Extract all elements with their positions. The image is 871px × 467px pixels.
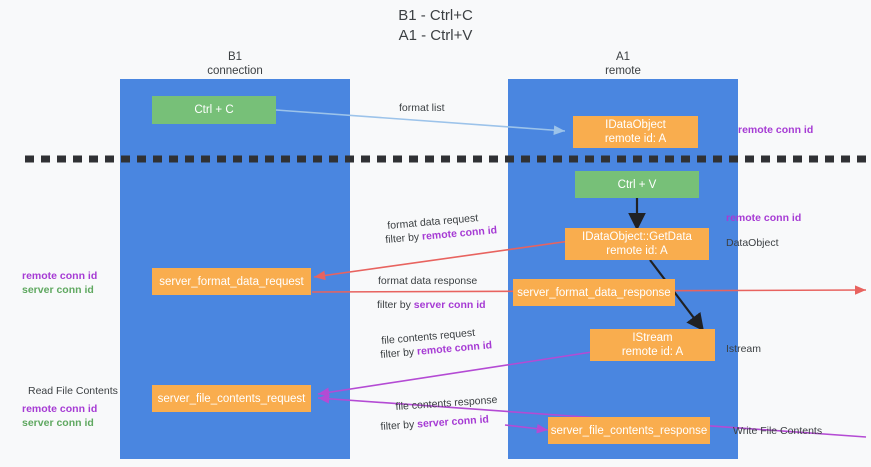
node-server-file-contents-response[interactable]: server_file_contents_response: [548, 417, 710, 444]
edge-label-format-list: format list: [399, 102, 445, 114]
edge-label-format-data-response-filter: filter by server conn id: [377, 298, 486, 312]
node-server-format-data-request[interactable]: server_format_data_request: [152, 268, 311, 295]
annotation-right-remote-conn-id-top: remote conn id: [738, 124, 814, 136]
filter-prefix: filter by: [379, 345, 418, 362]
filter-key-server-conn-id: server conn id: [416, 413, 490, 431]
filter-prefix: filter by: [377, 299, 414, 311]
node-idataobject[interactable]: IDataObject remote id: A: [573, 116, 698, 148]
edge-label-file-contents-response: file contents response: [395, 393, 498, 414]
node-server-format-data-response[interactable]: server_format_data_response: [513, 279, 675, 306]
column-header-b1: B1 connection: [207, 51, 263, 77]
node-istream[interactable]: IStream remote id: A: [590, 329, 715, 361]
annotation-left-remote-conn-id-bottom: remote conn id: [22, 403, 98, 415]
annotation-left-remote-conn-id-mid: remote conn id: [22, 270, 98, 282]
node-idataobject-getdata[interactable]: IDataObject::GetData remote id: A: [565, 228, 709, 260]
annotation-left-server-conn-id-bottom: server conn id: [22, 417, 94, 429]
filter-key-server-conn-id: server conn id: [413, 299, 486, 311]
node-ctrl-v[interactable]: Ctrl + V: [575, 171, 699, 198]
annotation-left-read-file-contents: Read File Contents: [28, 385, 118, 397]
filter-prefix: filter by: [384, 230, 423, 247]
annotation-right-dataobject: DataObject: [726, 237, 779, 249]
node-ctrl-c[interactable]: Ctrl + C: [152, 96, 276, 124]
annotation-right-remote-conn-id-mid: remote conn id: [726, 212, 802, 224]
filter-prefix: filter by: [380, 418, 418, 434]
edge-label-format-data-response: format data response: [378, 275, 478, 287]
column-header-a1: A1 remote: [605, 51, 641, 77]
annotation-left-server-conn-id-mid: server conn id: [22, 284, 94, 296]
page-title: B1 - Ctrl+C A1 - Ctrl+V: [398, 7, 473, 44]
annotation-right-write-file-contents: Write File Contents: [733, 425, 823, 437]
node-server-file-contents-request[interactable]: server_file_contents_request: [152, 385, 311, 412]
annotation-right-istream: Istream: [726, 343, 762, 355]
edge-label-file-contents-response-filter: filter by server conn id: [380, 412, 489, 434]
